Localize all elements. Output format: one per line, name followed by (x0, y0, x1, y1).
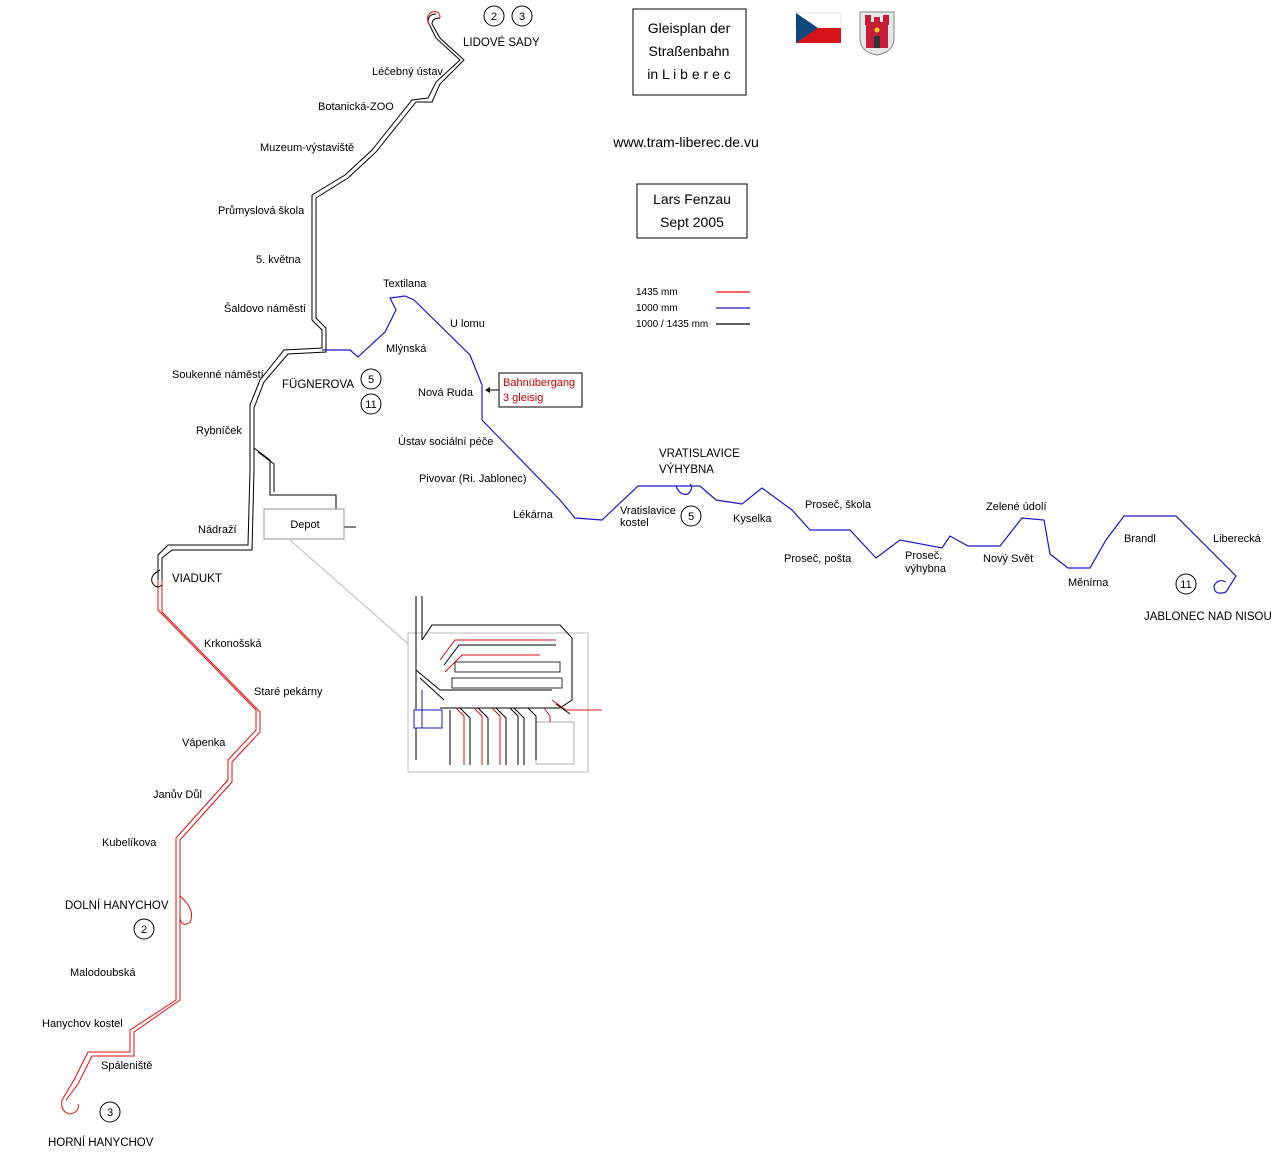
label-spaleniste: Spáleniště (101, 1060, 152, 1072)
label-soukenne: Soukenné náměstí (172, 369, 264, 381)
lidove-sady-loop (426, 11, 441, 27)
label-zelene-udoli: Zelené údolí (986, 501, 1047, 513)
viadukt-loop (151, 569, 163, 588)
line-badge-vratislavice (680, 505, 702, 527)
label-prosec-vyhybna-2: výhybna (905, 563, 947, 575)
line-number-fugnerova-b: 11 (365, 399, 376, 411)
title-line-3: in L i b e r e c (647, 66, 731, 82)
standard-gauge-track (61, 580, 261, 1115)
depot-callout-line (289, 539, 416, 651)
label-viadukt: VIADUKT (172, 573, 222, 585)
line-badge-dolni-hanychov (133, 918, 155, 940)
line-badge-lidove-a (483, 5, 505, 27)
label-prumyslova: Průmyslová škola (218, 205, 305, 217)
crossing-note-line-1: Bahnübergang (503, 377, 575, 389)
label-malodoubska: Malodoubská (70, 967, 136, 979)
dual-gauge-track (157, 13, 465, 580)
legend-label-meter: 1000 mm (636, 303, 678, 314)
crossing-note-line-2: 3 gleisig (503, 392, 543, 404)
label-krkonosska: Krkonošská (204, 638, 262, 650)
line-number-dolni-hanychov: 2 (141, 924, 147, 936)
label-nova-ruda: Nová Ruda (418, 387, 474, 399)
label-kvetna: 5. května (256, 254, 302, 266)
label-vratislavice-vyhybna-2: VÝHYBNA (659, 463, 714, 476)
website-url: www.tram-liberec.de.vu (612, 134, 759, 150)
title-line-2: Straßenbahn (649, 43, 730, 59)
level-crossing-note: Bahnübergang 3 gleisig (485, 372, 583, 408)
line-number-lidove-b: 3 (519, 11, 525, 23)
liberec-coat-of-arms (859, 11, 895, 56)
label-pivovar: Pivovar (Ri. Jablonec) (419, 473, 527, 485)
label-lekarna: Lékárna (513, 509, 554, 521)
line-badge-lidove-b (511, 5, 533, 27)
line-number-vratislavice: 5 (688, 511, 694, 523)
label-vratislavice-kostel-2: kostel (620, 517, 649, 529)
label-menirna: Měnírna (1068, 577, 1109, 589)
legend-label-standard: 1435 mm (636, 287, 678, 298)
label-brandl: Brandl (1124, 533, 1156, 545)
label-vratislavice-kostel-1: Vratislavice (620, 505, 676, 517)
line-number-jablonec: 11 (1180, 579, 1191, 591)
label-kubelikova: Kubelíkova (102, 837, 157, 849)
label-januv-dul: Janův Důl (153, 789, 202, 801)
line-badge-horni-hanychov (99, 1101, 121, 1123)
label-prosec-posta: Proseč, pošta (784, 553, 852, 565)
depot-box (263, 508, 345, 540)
label-textilana: Textilana (383, 278, 427, 290)
author-date: Sept 2005 (660, 214, 724, 230)
line-number-badges: 2 3 5 11 5 11 2 3 (99, 5, 1197, 1123)
label-hanychov-kostel: Hanychov kostel (42, 1018, 123, 1030)
legend-label-dual: 1000 / 1435 mm (636, 319, 708, 330)
depot-detail-inset (407, 596, 602, 773)
line-number-horni-hanychov: 3 (107, 1107, 113, 1119)
meter-gauge-track (322, 295, 1237, 594)
label-vratislavice-vyhybna-1: VRATISLAVICE (659, 448, 740, 460)
title-line-1: Gleisplan der (648, 20, 731, 36)
label-novy-svet: Nový Svět (983, 553, 1033, 565)
line-badge-fugnerova-a (360, 368, 382, 390)
label-ustav-socialni: Ústav sociální péče (398, 435, 493, 448)
label-u-lomu: U lomu (450, 318, 485, 330)
title-box: Gleisplan der Straßenbahn in L i b e r e… (632, 8, 747, 96)
label-vapenka: Vápenka (182, 737, 226, 749)
label-mlynska: Mlýnská (386, 343, 427, 355)
author-name: Lars Fenzau (653, 191, 731, 207)
line-badge-fugnerova-b (360, 393, 382, 415)
label-prosec-vyhybna-1: Proseč, (905, 550, 942, 562)
label-jablonec: JABLONEC NAD NISOU (1144, 611, 1272, 623)
label-horni-hanychov: HORNÍ HANYCHOV (48, 1136, 154, 1149)
label-prosec-skola: Proseč, škola (805, 499, 872, 511)
label-liberecka: Liberecká (1213, 533, 1262, 545)
author-box: Lars Fenzau Sept 2005 (636, 183, 748, 239)
line-number-fugnerova-a: 5 (368, 374, 374, 386)
label-rybnicek: Rybníček (196, 425, 242, 437)
czech-flag (795, 12, 842, 43)
line-badge-jablonec (1175, 573, 1197, 595)
line-number-lidove-a: 2 (491, 11, 497, 23)
label-muzeum: Muzeum-výstaviště (260, 142, 354, 154)
label-lidove-sady: LIDOVÉ SADY (463, 36, 540, 49)
label-dolni-hanychov: DOLNÍ HANYCHOV (65, 899, 169, 912)
label-kyselka: Kyselka (733, 513, 772, 525)
label-botanicka-zoo: Botanická-ZOO (318, 101, 394, 113)
legend: 1435 mm 1000 mm 1000 / 1435 mm (636, 287, 750, 330)
label-depot: Depot (290, 519, 319, 531)
label-lecebny-ustav: Léčebný ústav (372, 66, 443, 78)
depot-branch (253, 447, 356, 528)
label-nadrazi: Nádraží (198, 524, 237, 536)
stop-labels: LIDOVÉ SADY Léčebný ústav Botanická-ZOO … (42, 36, 1272, 1149)
label-saldovo: Šaldovo náměstí (224, 302, 306, 315)
label-stare-pekarny: Staré pekárny (254, 686, 323, 698)
label-fugnerova: FÜGNEROVA (282, 379, 354, 391)
